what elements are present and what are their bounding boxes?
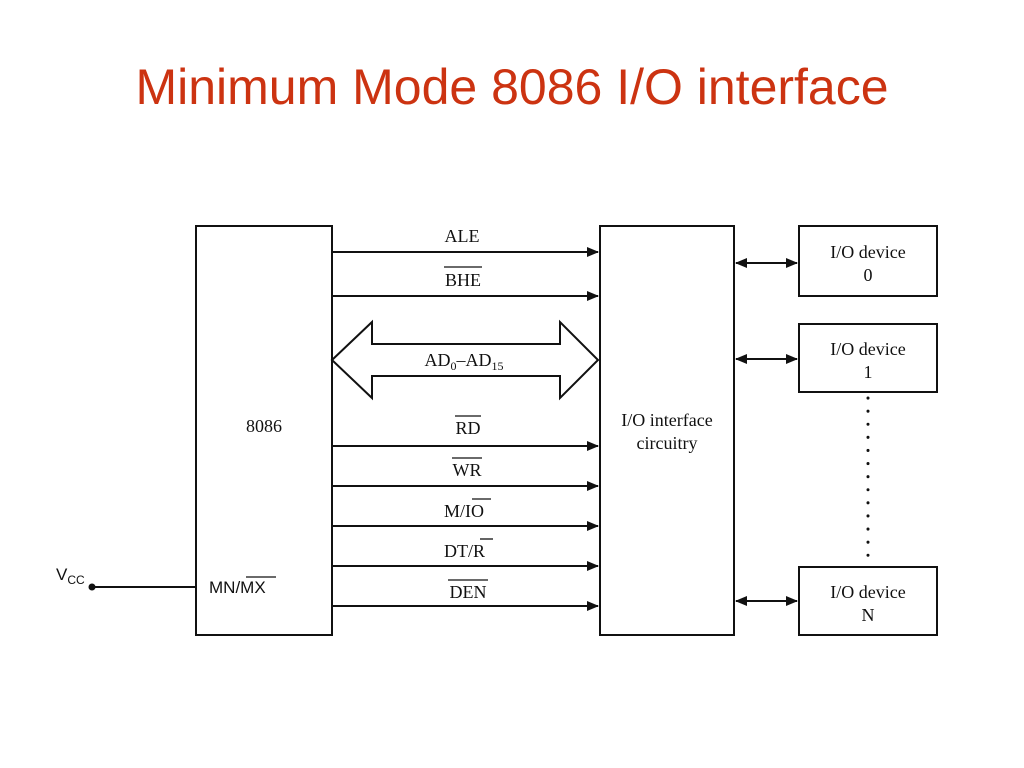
mode-pin-label: MN/MX	[209, 578, 266, 597]
bus-label: AD0–AD15	[425, 350, 504, 373]
vcc-label: VCC	[56, 565, 85, 587]
signal-wr: WR	[332, 457, 599, 491]
bus-double-arrow	[330, 319, 600, 401]
device-n-line2: N	[862, 605, 875, 625]
interface-label-line1: I/O interface	[621, 410, 712, 430]
device-0-line2: 0	[864, 265, 873, 285]
signal-dtr: DT/R	[332, 538, 599, 571]
cpu-block: 8086 MN/MX	[195, 225, 333, 636]
bhe-label: BHE	[445, 270, 481, 290]
io-device-1: I/O device 1	[735, 323, 938, 393]
vcc-input: VCC	[56, 565, 196, 591]
interface-block: I/O interface circuitry	[599, 225, 735, 636]
cpu-label: 8086	[246, 416, 282, 436]
device-1-line1: I/O device	[830, 339, 905, 359]
device-1-line2: 1	[864, 362, 873, 382]
device-n-line1: I/O device	[830, 582, 905, 602]
page-title: Minimum Mode 8086 I/O interface	[135, 59, 889, 115]
io-device-0: I/O device 0	[735, 225, 938, 297]
rd-label: RD	[455, 418, 480, 438]
mio-label: M/IO	[444, 501, 484, 521]
address-data-bus: AD0–AD15	[330, 319, 600, 401]
device-0-line1: I/O device	[830, 242, 905, 262]
signal-rd: RD	[332, 415, 599, 451]
ale-label: ALE	[445, 226, 480, 246]
signal-bhe: BHE	[332, 266, 599, 301]
signal-den: DEN	[332, 579, 599, 611]
wr-label: WR	[453, 460, 482, 480]
dtr-label: DT/R	[444, 541, 485, 561]
signal-mio: M/IO	[332, 498, 599, 531]
den-label: DEN	[450, 582, 487, 602]
io-device-n: I/O device N	[735, 566, 938, 636]
interface-label-line2: circuitry	[637, 433, 698, 453]
signal-ale: ALE	[332, 226, 599, 257]
